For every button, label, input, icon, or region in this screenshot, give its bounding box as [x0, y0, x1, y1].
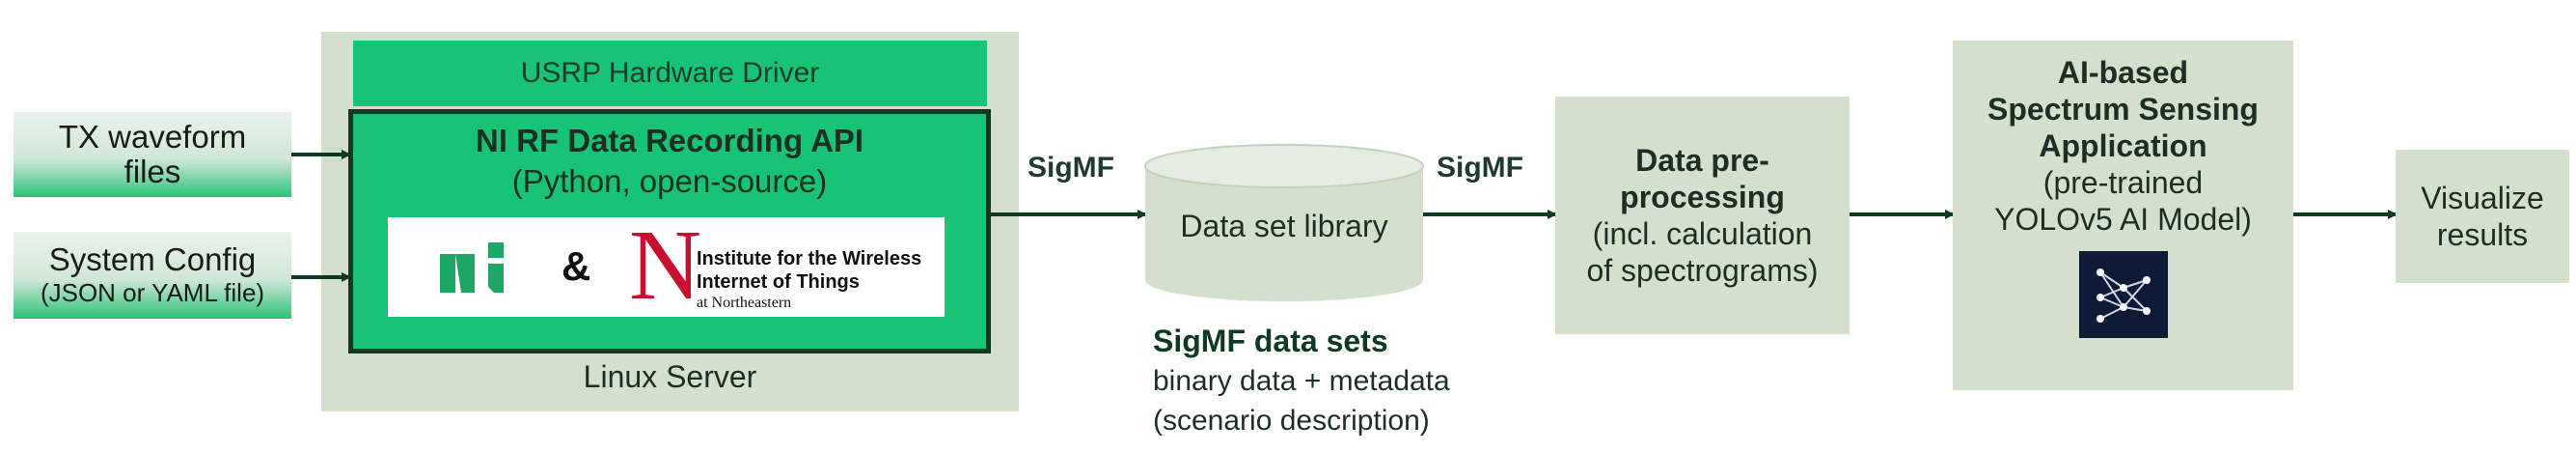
ai-title-2: Spectrum Sensing — [1987, 92, 2259, 127]
ai-line-1: (pre-trained — [2042, 165, 2204, 200]
system-config-label: System Config — [48, 241, 257, 277]
sigmf-label-1: SigMF — [1028, 152, 1114, 184]
ai-line-2: YOLOv5 AI Model) — [1994, 202, 2252, 237]
visualize-line-2: results — [2436, 217, 2529, 252]
wiot-line-3: at Northeastern — [697, 295, 792, 311]
tx-waveform-label: TX waveform files — [58, 119, 247, 189]
api-title: NI RF Data Recording API — [475, 123, 864, 158]
linux-server-label: Linux Server — [583, 359, 757, 394]
logo-panel: & N Institute for the Wireless Internet … — [388, 210, 945, 321]
ni-logo — [440, 242, 504, 293]
dataset-library-label: Data set library — [1180, 209, 1388, 243]
system-config-box: System Config (JSON or YAML file) — [14, 232, 291, 319]
sigmf-label-2: SigMF — [1437, 152, 1523, 184]
dataset-caption-line-1: binary data + metadata — [1153, 365, 1450, 397]
wiot-line-1: Institute for the Wireless — [697, 248, 922, 269]
preprocessing-title-2: processing — [1620, 180, 1785, 214]
ampersand: & — [562, 243, 591, 289]
visualize-line-1: Visualize — [2421, 181, 2544, 215]
ai-title-1: AI-based — [2057, 55, 2189, 90]
data-preprocessing-box: Data pre- processing (incl. calculation … — [1555, 97, 1850, 334]
dataset-caption: SigMF data sets binary data + metadata (… — [1153, 322, 1450, 440]
api-subtitle: (Python, open-source) — [511, 163, 828, 199]
dataset-caption-title: SigMF data sets — [1153, 324, 1388, 358]
dataset-caption-line-2: (scenario description) — [1153, 405, 1430, 437]
preprocessing-title-1: Data pre- — [1635, 143, 1769, 178]
ai-spectrum-sensing-box: AI-based Spectrum Sensing Application (p… — [1953, 41, 2293, 390]
neural-network-icon — [2078, 251, 2168, 338]
ai-title-3: Application — [2039, 128, 2207, 163]
preprocessing-line-1: (incl. calculation — [1592, 216, 1813, 251]
usrp-hardware-driver: USRP Hardware Driver — [353, 41, 987, 106]
system-config-sublabel: (JSON or YAML file) — [40, 278, 265, 307]
dataset-library-cylinder — [1144, 144, 1424, 301]
preprocessing-line-2: of spectrograms) — [1586, 253, 1819, 288]
tx-waveform-files-box: TX waveform files — [14, 112, 291, 197]
visualize-results-box: Visualize results — [2396, 150, 2569, 283]
wiot-line-2: Internet of Things — [697, 271, 860, 293]
northeastern-n-logo: N — [629, 210, 702, 321]
